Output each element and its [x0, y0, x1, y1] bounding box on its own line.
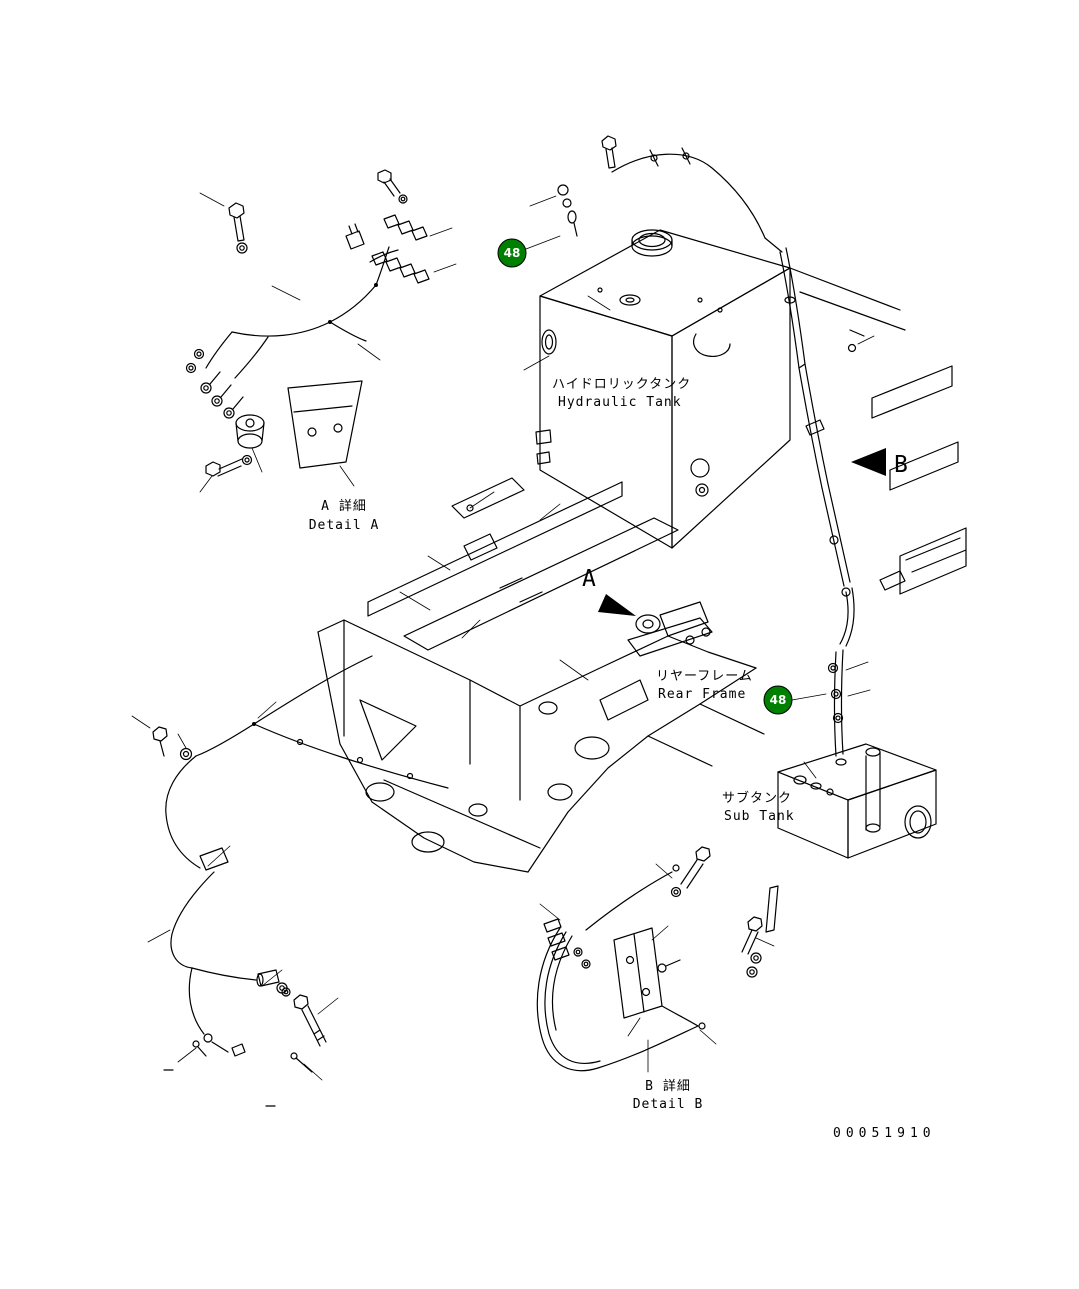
sub-tank-label-jp: サブタンク: [722, 790, 792, 806]
rear-frame-drawing: [317, 591, 765, 873]
detail-b-label-en: Detail B: [633, 1097, 704, 1112]
right-structure-drawing: [789, 267, 967, 595]
callout-circle[interactable]: [497, 238, 527, 268]
callout-circle[interactable]: [763, 685, 793, 715]
view-b-letter: B: [894, 452, 908, 478]
hydraulic-tank-label-en: Hydraulic Tank: [558, 395, 682, 410]
detail-b-drawing: [536, 846, 779, 1073]
callout-number[interactable]: 48: [770, 693, 787, 707]
deck-plates-drawing: [367, 477, 679, 651]
detail-a-drawing: [185, 169, 457, 493]
hydraulic-tank-drawing: [466, 135, 855, 647]
rear-frame-label-jp: リヤーフレーム: [656, 669, 753, 684]
callout-48-sub-tank[interactable]: 48: [763, 685, 827, 715]
view-a-arrow-icon: [598, 594, 636, 616]
hydraulic-tank-label-jp: ハイドロリックタンク: [552, 377, 691, 392]
labels: ハイドロリックタンク Hydraulic Tank リヤーフレーム Rear F…: [309, 377, 936, 1141]
callout-number[interactable]: 48: [504, 246, 521, 260]
detail-b-label-jp: B 詳細: [645, 1078, 691, 1094]
chassis-harness-drawing: [131, 655, 449, 1107]
center-clamp-drawing: [627, 601, 713, 657]
detail-a-label-en: Detail A: [309, 518, 380, 533]
sub-tank-label-en: Sub Tank: [724, 809, 795, 824]
callout-48-hydraulic-tank[interactable]: 48: [497, 235, 561, 268]
view-b-arrow-icon: [851, 448, 886, 476]
sub-tank-drawing: [777, 649, 937, 859]
view-a-letter: A: [582, 566, 596, 592]
view-marker-a: A: [582, 566, 636, 616]
detail-a-label-jp: A 詳細: [321, 498, 367, 514]
rear-frame-label-en: Rear Frame: [658, 687, 746, 702]
drawing-number: 00051910: [833, 1126, 936, 1141]
view-marker-b: B: [851, 448, 908, 478]
